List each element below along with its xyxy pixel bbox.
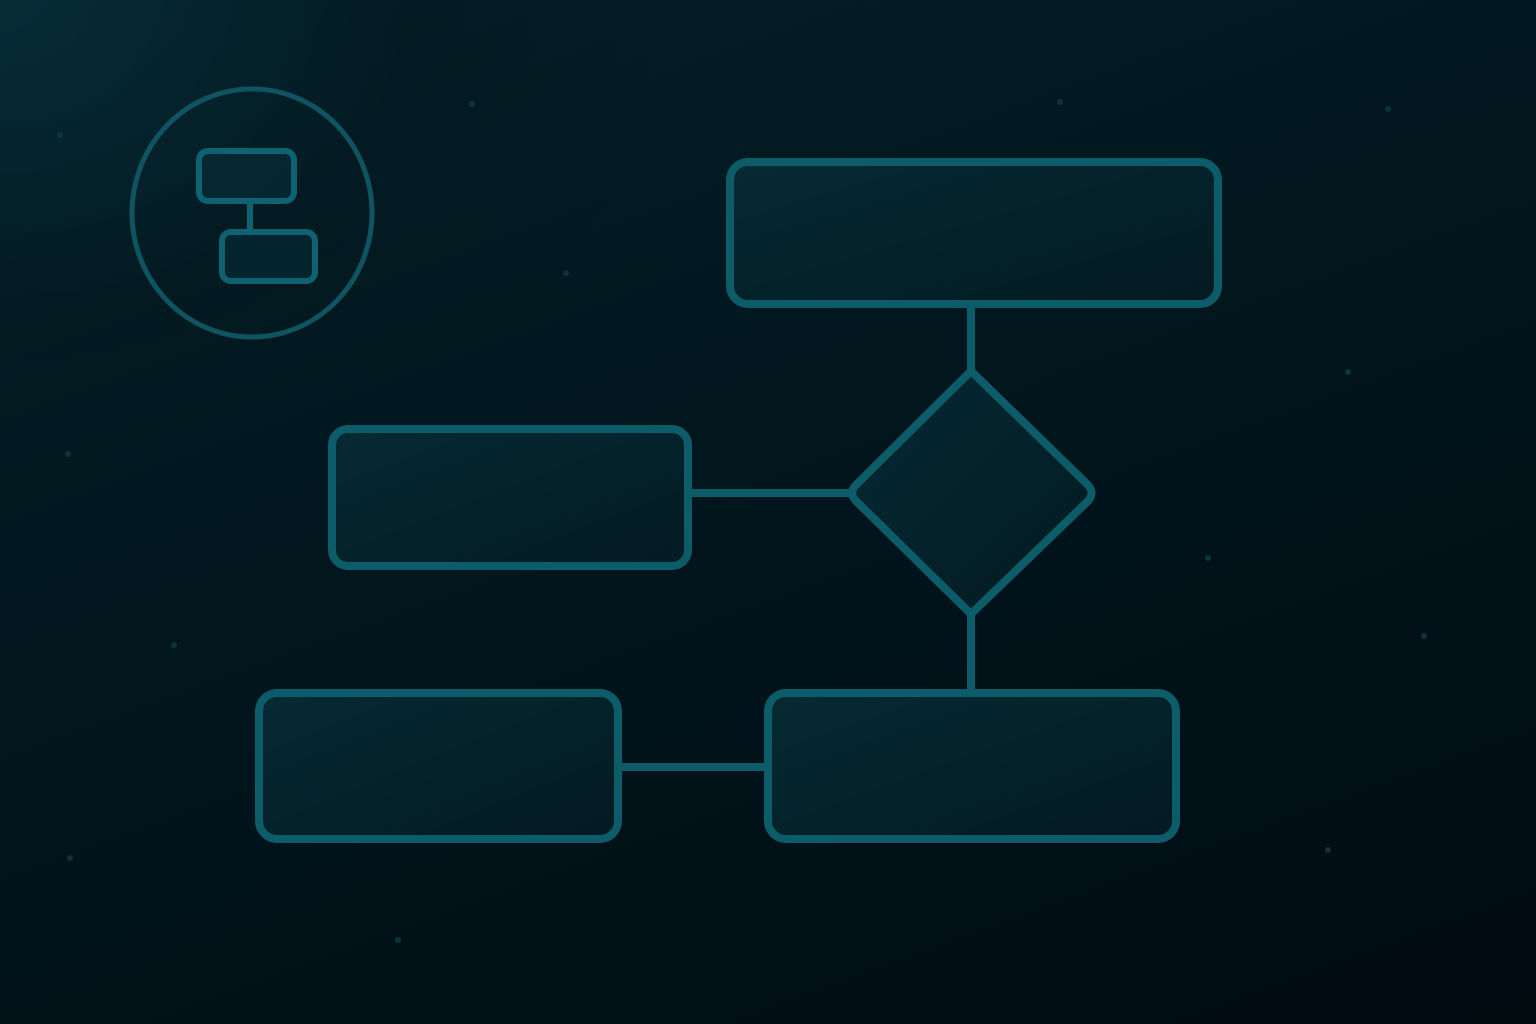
decision-node[interactable]: [848, 367, 1096, 618]
icon-circle: [129, 86, 375, 340]
process-node-bottom-right[interactable]: [764, 689, 1180, 843]
process-node-left[interactable]: [328, 425, 692, 570]
process-node-top[interactable]: [726, 158, 1222, 308]
edges: [618, 305, 975, 771]
background-specks: [57, 99, 1427, 943]
icon-bottom-box: [219, 229, 318, 284]
flowchart-icon: [129, 86, 375, 340]
icon-top-box: [196, 148, 297, 204]
nodes: [255, 158, 1222, 843]
process-node-bottom-left[interactable]: [255, 689, 622, 843]
